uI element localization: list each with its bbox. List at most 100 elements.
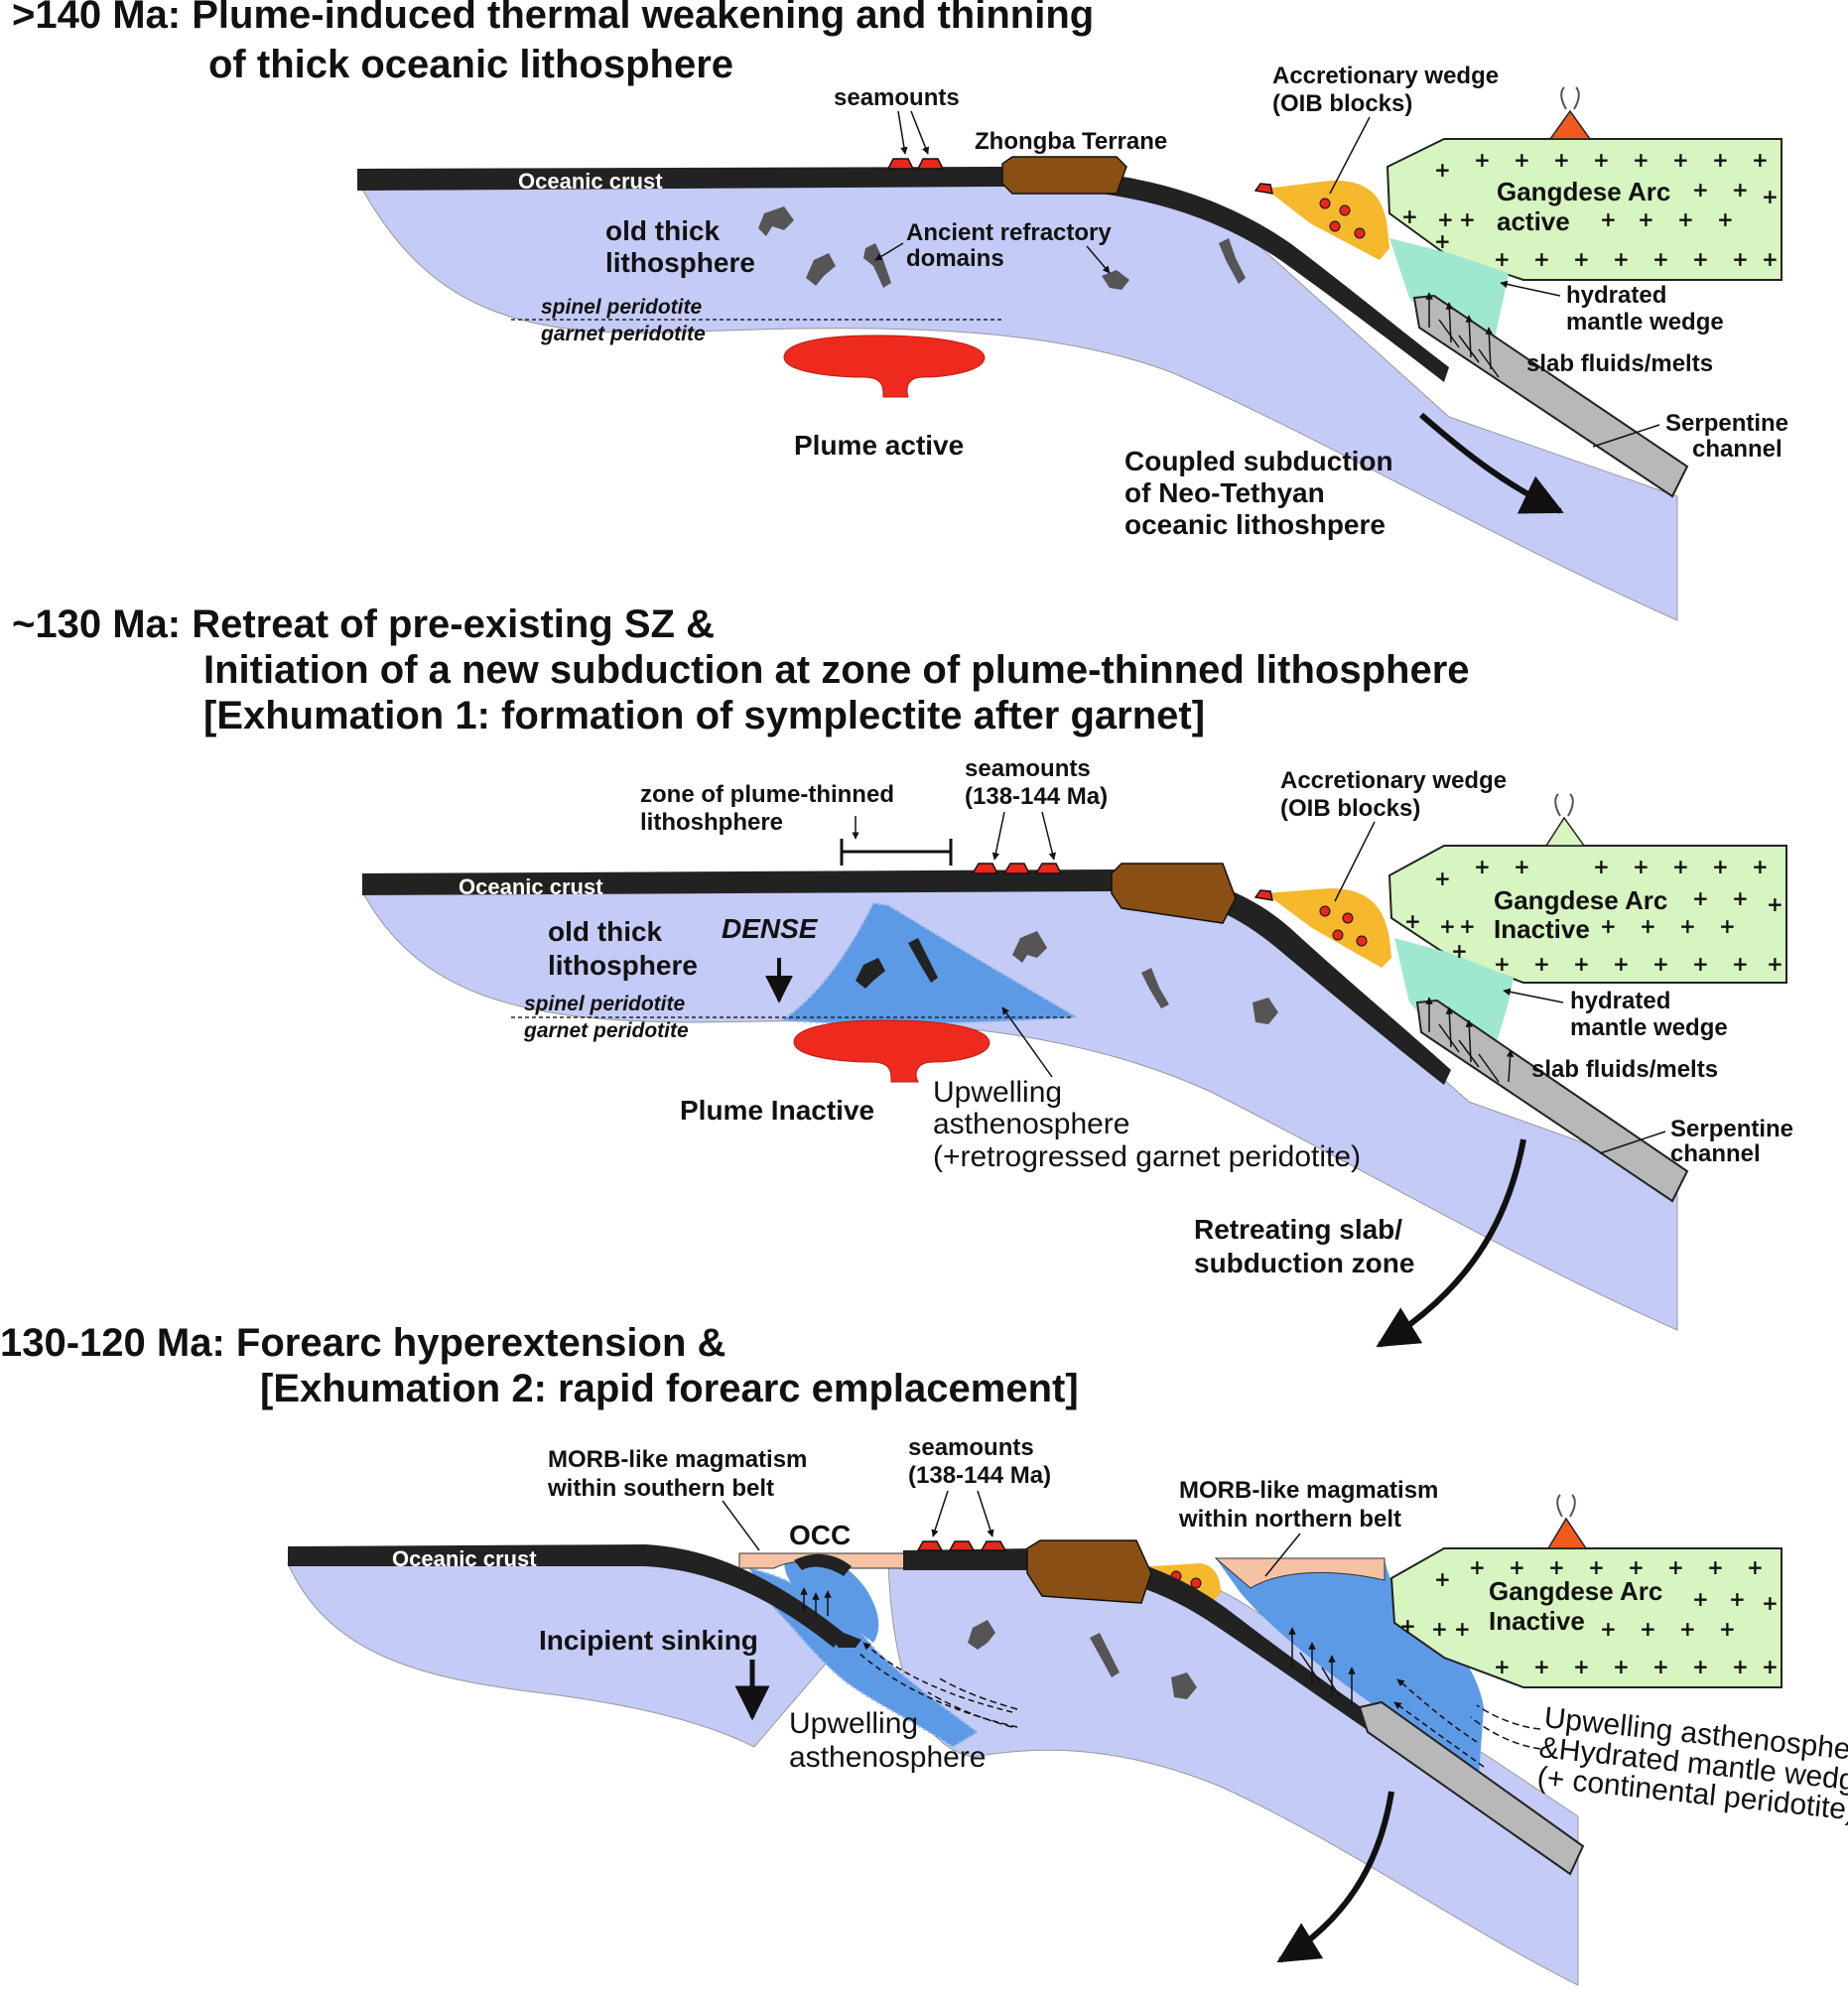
garnet-peridotite-label: garnet peridotite: [540, 323, 706, 345]
svg-text:+: +: [1459, 914, 1476, 938]
occ-crust: [794, 1553, 852, 1576]
retreating-label-line-1: Retreating slab/: [1194, 1214, 1402, 1245]
upwelling-label-line-2: asthenosphere: [933, 1108, 1130, 1140]
arrow-icon: [1276, 1791, 1394, 1963]
hydrated-wedge-label-line-2: mantle wedge: [1566, 309, 1724, 335]
svg-text:+: +: [1633, 148, 1650, 172]
oceanic-crust-label: Oceanic crust: [392, 1546, 537, 1571]
svg-text:+: +: [1667, 1555, 1684, 1579]
upwelling-label-line-3: (+retrogressed garnet peridotite): [933, 1140, 1361, 1173]
spinel-peridotite-label: spinel peridotite: [524, 993, 686, 1015]
svg-text:+: +: [1613, 247, 1630, 271]
svg-text:+: +: [1573, 1655, 1590, 1678]
svg-text:+: +: [1719, 1617, 1736, 1641]
panel-1-title-line-2: of thick oceanic lithosphere: [208, 43, 733, 86]
svg-text:+: +: [1600, 1617, 1617, 1641]
accretionary-wedge-label-line-1: Accretionary wedge: [1272, 63, 1499, 89]
svg-text:+: +: [1752, 148, 1769, 172]
seamount: [916, 158, 945, 170]
svg-text:+: +: [1474, 148, 1491, 172]
svg-text:+: +: [1679, 1617, 1696, 1641]
svg-text:+: +: [1640, 914, 1656, 938]
spinel-peridotite-label: spinel peridotite: [541, 296, 703, 319]
gangdese-arc-label-line-2: Inactive: [1494, 914, 1590, 944]
panel-3-title-line-1: 130-120 Ma: Forearc hyperextension &: [0, 1321, 726, 1365]
seamount: [1254, 183, 1273, 195]
gangdese-arc: [1387, 845, 1787, 984]
coupled-label-line-1: Coupled subduction: [1124, 446, 1393, 476]
accretionary-wedge-label-line-1: Accretionary wedge: [1280, 767, 1507, 794]
coupled-label-line-3: oceanic lithoshpere: [1124, 509, 1386, 540]
slab-fluid-arrows: [1425, 292, 1500, 378]
svg-text:+: +: [1729, 1587, 1746, 1611]
gangdese-arc-label-line-2: Inactive: [1489, 1606, 1585, 1636]
gangdese-arc: [1386, 138, 1782, 281]
svg-text:+: +: [1553, 148, 1570, 172]
slab-fluid-arrows: [1288, 1627, 1485, 1768]
seamount: [916, 1540, 944, 1551]
svg-text:+: +: [1732, 1655, 1749, 1678]
retreating-label-line-2: subduction zone: [1194, 1248, 1414, 1278]
coupled-label-line-2: of Neo-Tethyan: [1124, 477, 1325, 508]
slab-fluid-arrows: [1425, 997, 1515, 1083]
refractory-domain: [968, 1620, 995, 1650]
oib-block: [1190, 1577, 1202, 1589]
morb-south-label-line-2: within southern belt: [547, 1475, 774, 1502]
svg-text:+: +: [1717, 207, 1734, 231]
refractory-domain: [1219, 238, 1246, 284]
svg-text:+: +: [1732, 247, 1749, 271]
svg-text:+: +: [1652, 247, 1669, 271]
upwelling-label-line-1: Upwelling: [933, 1076, 1062, 1109]
oceanic-crust-label: Oceanic crust: [459, 874, 603, 899]
hydrated-mantle-wedge: [1389, 238, 1509, 347]
svg-text:+: +: [1434, 229, 1451, 253]
oceanic-crust: [288, 1544, 844, 1648]
svg-text:+: +: [1640, 1617, 1656, 1641]
refractory-domain: [856, 958, 885, 989]
hydrated-wedge-label-line-2: mantle wedge: [1570, 1014, 1728, 1041]
morb-north-label-line-1: MORB-like magmatism: [1179, 1477, 1438, 1504]
old-thick-label-line-2: lithosphere: [605, 247, 755, 278]
panel-3-title-line-2: [Exhumation 2: rapid forearc emplacement…: [260, 1367, 1079, 1410]
morb-north: [1214, 1557, 1386, 1589]
oib-block: [1356, 935, 1368, 947]
svg-text:+: +: [1533, 247, 1550, 271]
zhongba-terrane: [1001, 156, 1127, 195]
svg-text:+: +: [1573, 952, 1590, 976]
svg-text:+: +: [1573, 247, 1590, 271]
refractory-domain: [758, 206, 794, 236]
accretionary-wedge: [1265, 888, 1391, 968]
upwelling-arrows: [800, 1587, 1018, 1728]
oib-block: [1354, 227, 1366, 239]
svg-text:+: +: [1548, 1555, 1565, 1579]
svg-text:+: +: [1494, 1655, 1511, 1678]
refractory-domain: [1102, 270, 1129, 290]
zone-bracket: [840, 839, 953, 866]
svg-text:+: +: [1494, 952, 1511, 976]
svg-text:+: +: [1692, 952, 1709, 976]
svg-text:+: +: [1437, 207, 1454, 231]
upwelling-label-line-1: Upwelling: [789, 1707, 918, 1740]
plume-icon: [793, 1019, 990, 1083]
old-thick-label-line-2: lithosphere: [548, 950, 698, 981]
seamounts-label-line-1: seamounts: [965, 755, 1091, 782]
refractory-domain: [1171, 1672, 1197, 1699]
svg-text:+: +: [1732, 886, 1749, 910]
svg-text:+: +: [1762, 185, 1779, 208]
svg-text:+: +: [1588, 1555, 1605, 1579]
panel-2: ~130 Ma: Retreat of pre-existing SZ & In…: [12, 602, 1793, 1348]
svg-text:+: +: [1474, 855, 1491, 878]
svg-text:+: +: [1514, 148, 1530, 172]
gangdese-arc: [1389, 1547, 1782, 1688]
seamount: [1254, 889, 1273, 901]
svg-text:+: +: [1652, 1655, 1669, 1678]
occ-label: OCC: [789, 1520, 851, 1550]
svg-text:+: +: [1692, 1655, 1709, 1678]
svg-text:+: +: [1454, 1617, 1471, 1641]
oib-block: [1319, 198, 1331, 209]
svg-text:+: +: [1767, 952, 1783, 976]
svg-text:+: +: [1399, 1614, 1416, 1638]
upwelling-dashes: [927, 1676, 1018, 1728]
oib-block: [1332, 929, 1344, 941]
svg-text:+: +: [1613, 1655, 1630, 1678]
